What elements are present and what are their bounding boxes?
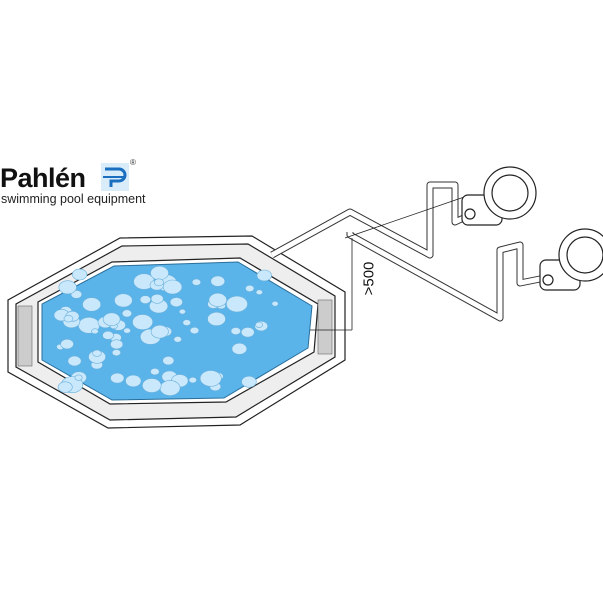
bubble <box>173 336 182 343</box>
bubble <box>72 268 88 281</box>
bubble <box>231 342 248 355</box>
dimension-label: >500 <box>360 261 378 296</box>
bubble <box>256 269 272 282</box>
tagline: swimming pool equipment <box>1 192 146 206</box>
bubble <box>125 374 142 388</box>
bubble <box>191 278 202 286</box>
bubble <box>208 292 228 307</box>
bubble <box>230 327 241 335</box>
bubble <box>182 319 192 326</box>
bubble <box>67 355 82 367</box>
blower-pump-2 <box>539 228 603 291</box>
bubble <box>150 368 160 376</box>
bubble <box>169 297 183 308</box>
bubble <box>82 297 102 312</box>
bubble <box>91 328 99 335</box>
bubble <box>199 370 222 387</box>
registered-mark: ® <box>130 158 136 167</box>
bubble <box>110 372 125 384</box>
bubble <box>159 380 181 396</box>
bubble <box>92 349 102 357</box>
bubble <box>121 309 133 318</box>
pahlen-logo-mark <box>101 163 129 191</box>
bubble <box>74 374 83 381</box>
bubble <box>58 280 77 295</box>
bubble <box>150 265 169 281</box>
bubble <box>210 275 226 287</box>
bubble <box>114 293 133 308</box>
bubble <box>123 327 131 334</box>
bubble <box>150 293 164 304</box>
bubble <box>255 289 263 296</box>
bubble <box>240 327 255 338</box>
bubble <box>102 330 114 340</box>
bubble <box>241 375 257 388</box>
bubble <box>150 324 169 339</box>
bubble <box>111 349 121 357</box>
bubble <box>142 378 162 393</box>
bubble <box>139 295 152 304</box>
bubble <box>153 278 164 287</box>
bubble <box>207 311 226 327</box>
bubble <box>102 312 121 326</box>
bubble <box>225 295 248 313</box>
bubble <box>60 338 74 350</box>
bubble <box>271 301 279 307</box>
bubble <box>57 381 73 393</box>
brand-name: Pahlén <box>0 163 86 193</box>
bubble <box>245 284 255 292</box>
bubble <box>162 356 175 366</box>
bubble <box>132 314 154 330</box>
bubble <box>178 308 186 315</box>
bubble <box>110 339 124 350</box>
bubble <box>255 321 263 328</box>
air-pipes <box>270 181 546 322</box>
bubble <box>162 279 183 295</box>
bubble <box>188 376 197 384</box>
dimension-line <box>310 194 471 331</box>
bubble <box>189 326 200 335</box>
blower-pump-1 <box>461 166 537 226</box>
bubble <box>63 315 74 323</box>
bubbles <box>53 265 279 396</box>
pool-grating <box>17 299 333 367</box>
